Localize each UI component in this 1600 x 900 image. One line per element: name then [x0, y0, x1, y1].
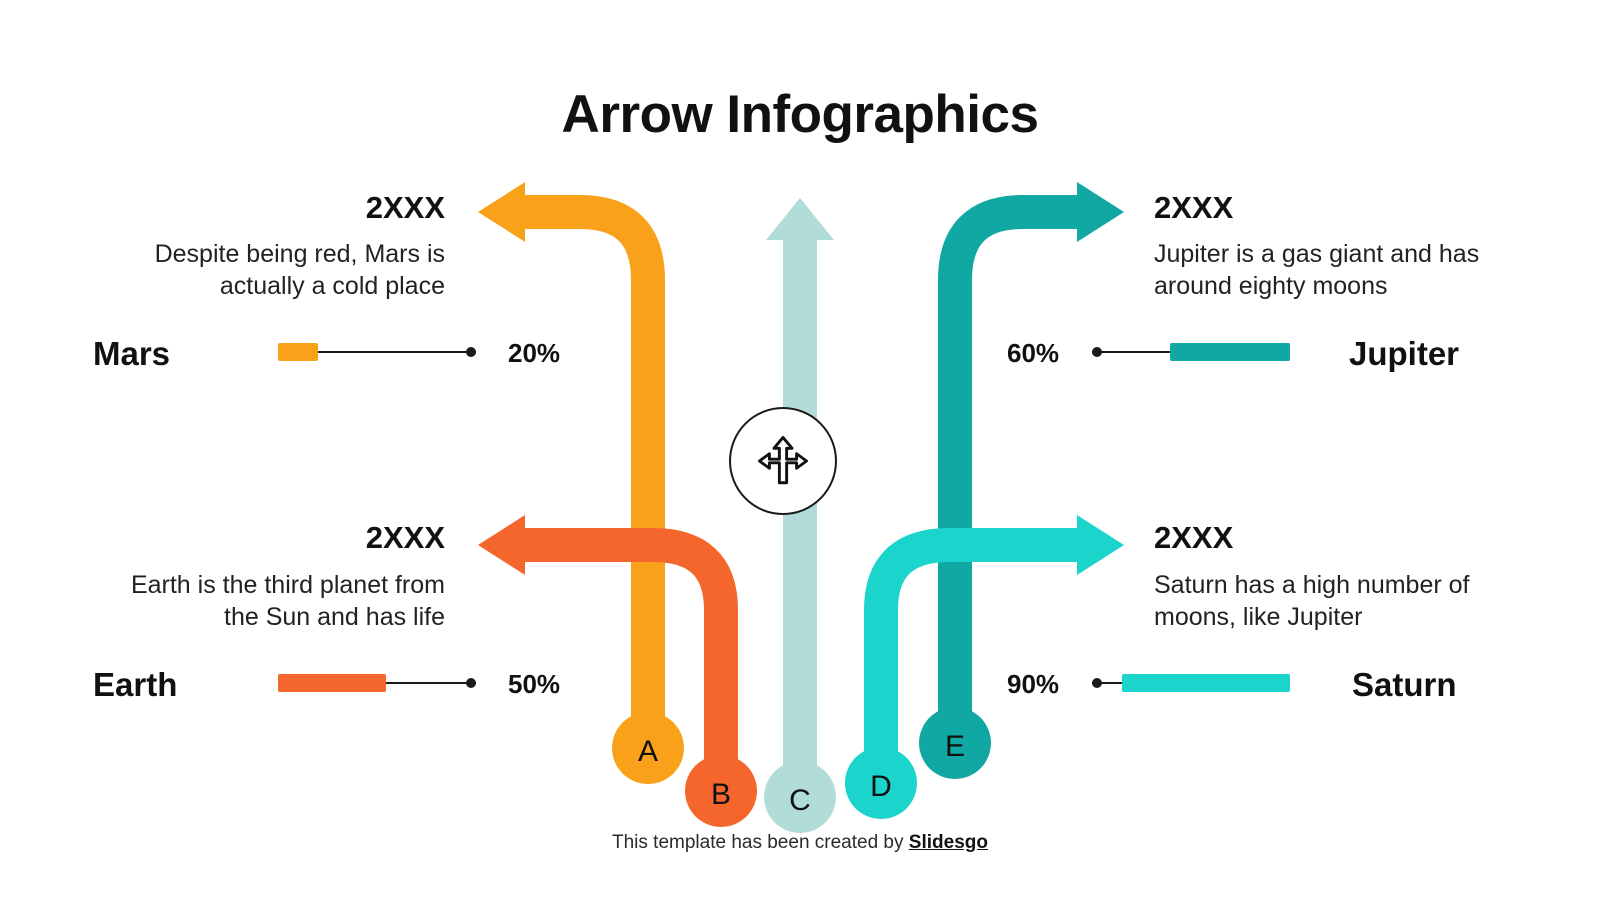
earth-year: 2XXX — [365, 520, 445, 555]
slidesgo-link[interactable]: Slidesgo — [908, 832, 988, 853]
mars-description: Despite being red, Mars is actually a co… — [154, 240, 445, 300]
mars-percent: 20% — [508, 338, 561, 368]
arrow-b-earth — [478, 515, 757, 827]
saturn-progress-bar[interactable] — [1092, 670, 1290, 696]
three-way-arrow-icon — [757, 435, 809, 485]
mars-progress-fill — [278, 343, 318, 361]
saturn-progress-fill — [1122, 674, 1290, 692]
arrow-d-saturn — [845, 515, 1124, 819]
jupiter-progress-fill — [1170, 343, 1290, 361]
mars-planet-label: Mars — [93, 335, 171, 372]
earth-planet-label: Earth — [93, 666, 178, 703]
arrow-e-jupiter — [919, 182, 1124, 779]
earth-percent: 50% — [508, 669, 561, 699]
jupiter-description: Jupiter is a gas giant and has around ei… — [1154, 240, 1480, 300]
saturn-planet-label: Saturn — [1352, 666, 1457, 703]
saturn-description: Saturn has a high number of moons, like … — [1154, 571, 1470, 631]
mars-progress-endpoint — [466, 347, 476, 357]
page-title: Arrow Infographics — [561, 85, 1039, 144]
footer-text: This template has been created by — [612, 832, 909, 853]
jupiter-planet-label: Jupiter — [1349, 335, 1460, 372]
earth-progress-fill — [278, 674, 386, 692]
center-badge[interactable] — [729, 407, 837, 515]
jupiter-percent: 60% — [1007, 338, 1060, 368]
earth-progress-endpoint — [466, 678, 476, 688]
arrow-a-mars — [478, 182, 684, 784]
footer-credit: This template has been created by Slides… — [0, 832, 1600, 854]
jupiter-year: 2XXX — [1154, 190, 1234, 225]
jupiter-progress-endpoint — [1092, 347, 1102, 357]
saturn-year: 2XXX — [1154, 520, 1234, 555]
jupiter-progress-bar[interactable] — [1092, 339, 1290, 365]
earth-description: Earth is the third planet from the Sun a… — [130, 571, 445, 631]
saturn-percent: 90% — [1007, 669, 1060, 699]
saturn-progress-endpoint — [1092, 678, 1102, 688]
mars-progress-track — [278, 351, 476, 353]
arrow-c-center — [764, 198, 836, 833]
earth-progress-bar[interactable] — [278, 670, 476, 696]
mars-progress-bar[interactable] — [278, 339, 476, 365]
mars-year: 2XXX — [365, 190, 445, 225]
